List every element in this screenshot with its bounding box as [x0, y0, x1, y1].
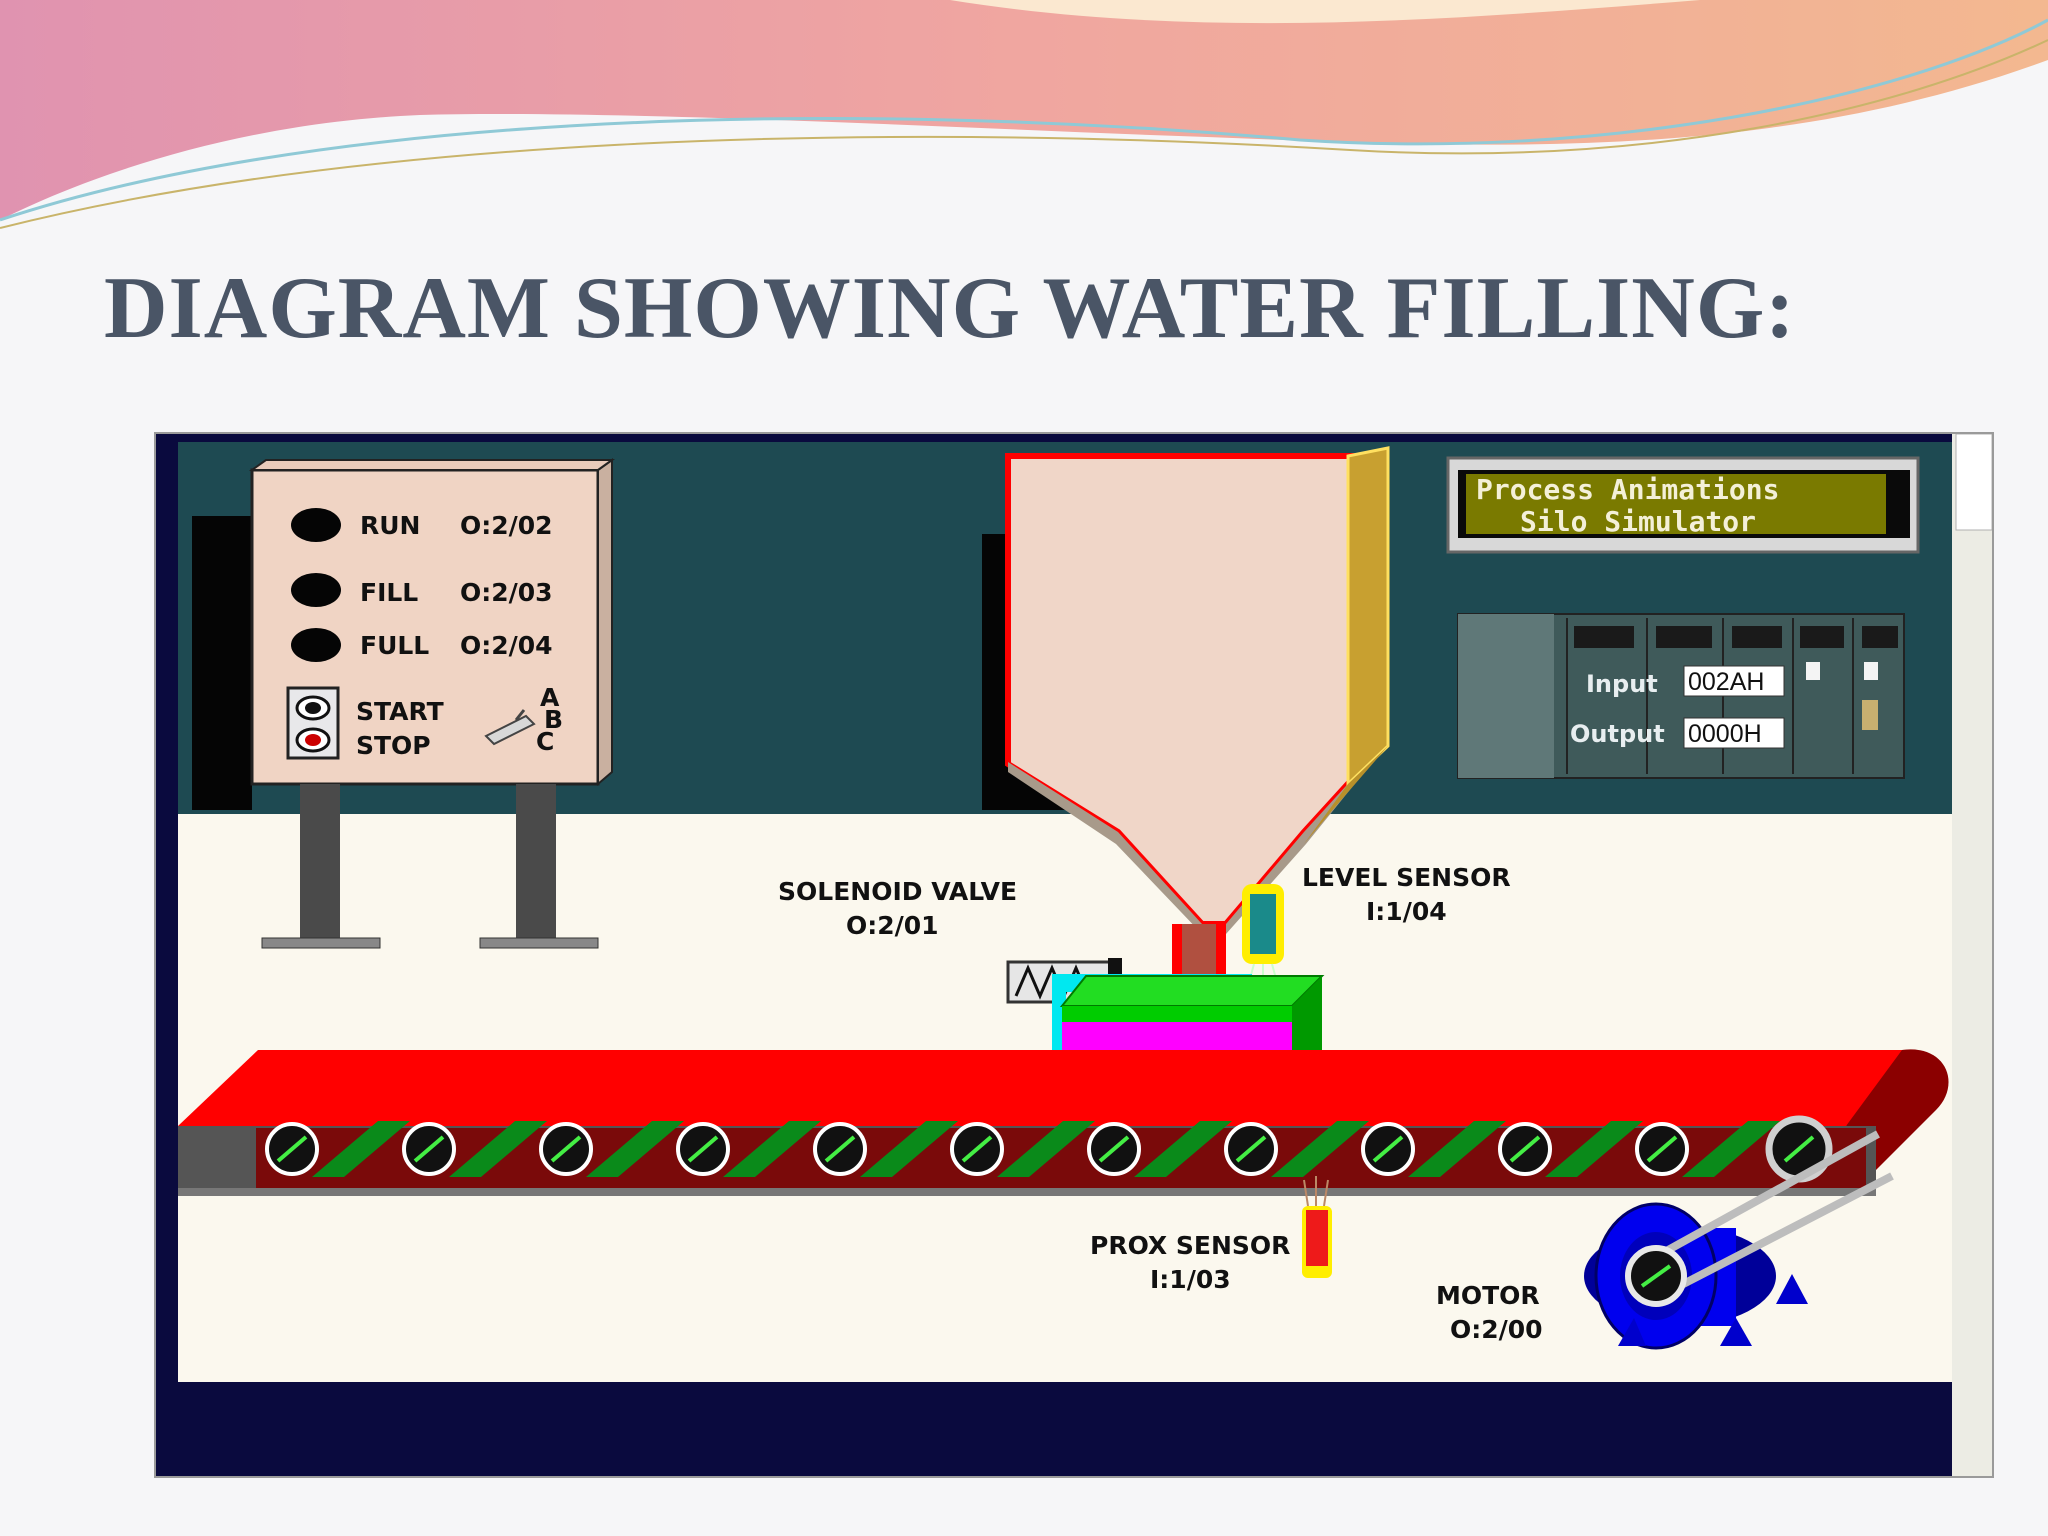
belt-segment	[586, 1121, 684, 1177]
plc-output-value: 0000H	[1688, 720, 1762, 748]
fill-address: O:2/03	[460, 578, 553, 607]
plc-rack	[1457, 613, 1905, 779]
banner-line-2: Silo Simulator	[1520, 505, 1756, 538]
stop-label: STOP	[356, 731, 431, 760]
plc-input-field	[1683, 665, 1785, 697]
run-light	[291, 508, 341, 542]
belt-segment	[312, 1121, 410, 1177]
level-sensor-label: LEVEL SENSOR	[1302, 863, 1511, 892]
run-label: RUN	[360, 511, 420, 540]
solenoid-valve-label: SOLENOID VALVE	[778, 877, 1017, 906]
motor-label: MOTOR	[1436, 1281, 1540, 1310]
belt-segment	[1545, 1121, 1643, 1177]
belt-segment	[1408, 1121, 1506, 1177]
roller-spoke	[824, 1135, 856, 1163]
conveyor-rollers	[265, 1115, 1833, 1183]
solenoid-valve-address: O:2/01	[846, 911, 939, 940]
roller-spoke	[1098, 1135, 1130, 1163]
selector-position-b: B	[544, 705, 563, 734]
belt-segment	[997, 1121, 1095, 1177]
roller-spoke	[1646, 1135, 1678, 1163]
plc-input-label: Input	[1586, 670, 1658, 698]
roller-spoke	[961, 1135, 993, 1163]
conveyor-bottom-rail	[178, 1188, 1876, 1196]
plc-output-label: Output	[1570, 720, 1665, 748]
selector-switch-icon[interactable]	[484, 709, 536, 746]
start-button[interactable]	[295, 695, 331, 721]
roller-spoke	[687, 1135, 719, 1163]
full-address: O:2/04	[460, 631, 553, 660]
roller-spoke	[550, 1135, 582, 1163]
belt-segment	[1271, 1121, 1369, 1177]
plc-output-field	[1683, 717, 1785, 749]
belt-segment	[723, 1121, 821, 1177]
simulator-window: RUN O:2/02 FILL O:2/03 FULL O:2/04 START…	[154, 432, 1994, 1478]
fill-light	[291, 573, 341, 607]
roller-spoke	[413, 1135, 445, 1163]
prox-sensor-label: PROX SENSOR	[1090, 1231, 1290, 1260]
silo	[1005, 446, 1390, 1010]
motor	[1584, 1130, 1894, 1350]
roller-spoke	[1509, 1135, 1541, 1163]
roller-spoke	[1372, 1135, 1404, 1163]
roller-spoke	[276, 1135, 308, 1163]
level-sensor-address: I:1/04	[1366, 897, 1447, 926]
roller-spoke	[1783, 1135, 1815, 1163]
run-address: O:2/02	[460, 511, 553, 540]
prox-sensor	[1302, 1176, 1332, 1278]
scrollbar-track[interactable]	[1952, 434, 1994, 1478]
window-footer	[156, 1382, 1952, 1476]
prox-sensor-address: I:1/03	[1150, 1265, 1231, 1294]
plc-input-value: 002AH	[1688, 668, 1764, 696]
header-wave-decoration	[0, 0, 2048, 229]
selector-position-a: A	[540, 683, 560, 712]
belt-segment	[449, 1121, 547, 1177]
simulator-banner	[1446, 456, 1920, 554]
motor-address: O:2/00	[1450, 1315, 1543, 1344]
level-sensor	[1242, 884, 1284, 987]
banner-line-1: Process Animations	[1476, 473, 1779, 506]
selector-position-c: C	[536, 727, 554, 756]
stop-button[interactable]	[295, 727, 331, 753]
scrollbar-thumb[interactable]	[1955, 434, 1992, 531]
fill-label: FILL	[360, 578, 418, 607]
belt-segment	[1682, 1121, 1780, 1177]
start-label: START	[356, 697, 444, 726]
belt-segment	[1134, 1121, 1232, 1177]
backdrop-block-left	[192, 516, 252, 810]
belt-segment	[860, 1121, 958, 1177]
slide-title: DIAGRAM SHOWING WATER FILLING:	[104, 260, 1796, 357]
full-light	[291, 628, 341, 662]
roller-spoke	[1235, 1135, 1267, 1163]
full-label: FULL	[360, 631, 429, 660]
